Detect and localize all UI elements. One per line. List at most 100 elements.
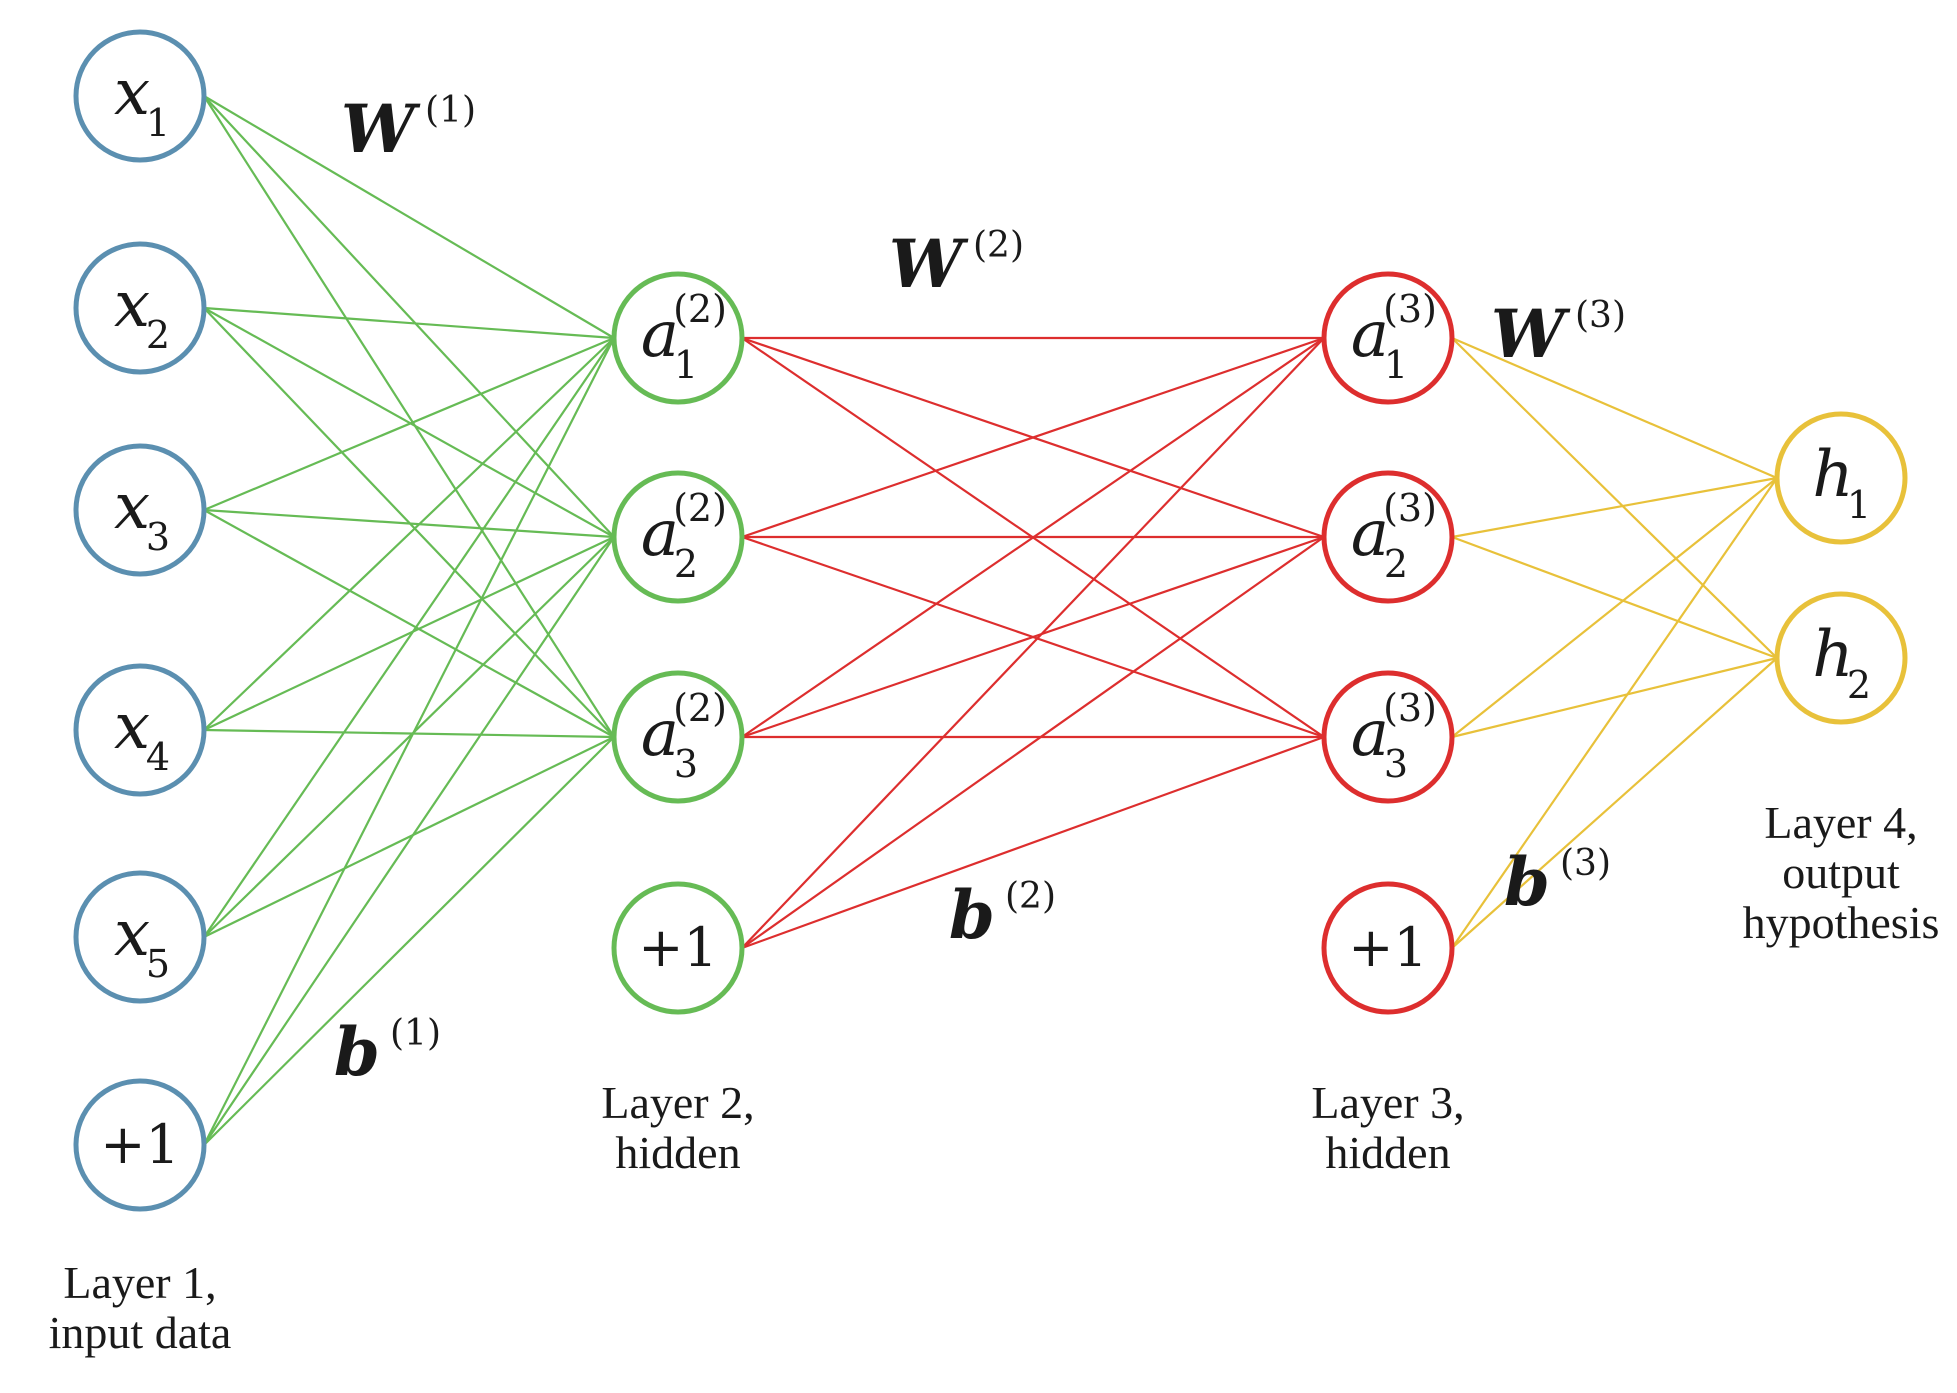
- parameter-labels: W(1)b(1)W(2)b(2)W(3)b(3): [334, 90, 1626, 1091]
- neuron-symbol: a: [641, 497, 679, 571]
- edge-l2-4-to-l3-1: [741, 337, 1325, 949]
- param-symbol: b: [949, 876, 995, 954]
- bias-node-layer-2: +1: [611, 881, 745, 1015]
- edge-l2-2-to-l3-1: [741, 336, 1325, 539]
- neuron-subscript: 1: [674, 343, 698, 387]
- neuron-subscript: 2: [1384, 542, 1408, 586]
- neuron-superscript: (3): [1383, 486, 1437, 530]
- edge-l1-4-to-l2-2: [203, 536, 615, 731]
- edge-l1-4-to-l2-1: [203, 337, 615, 731]
- caption-line: hidden: [1325, 1127, 1450, 1178]
- neuron-symbol: h: [1812, 618, 1853, 692]
- caption-line: Layer 4,: [1764, 797, 1917, 848]
- neuron-subscript: 3: [146, 515, 170, 559]
- param-symbol: W: [341, 90, 421, 168]
- param-superscript: (3): [1575, 295, 1626, 336]
- neuron-subscript: 2: [1847, 663, 1871, 707]
- edge-l3-3-to-l4-1: [1451, 477, 1778, 738]
- weight-label-3: W(3): [1491, 295, 1626, 373]
- edge-l3-4-to-l4-1: [1451, 477, 1778, 949]
- neuron-symbol: a: [1351, 697, 1389, 771]
- neuron-circle: [611, 670, 745, 804]
- neuron-circle: [1321, 470, 1455, 604]
- edge-l2-3-to-l3-1: [741, 337, 1325, 738]
- neuron-symbol: a: [1351, 298, 1389, 372]
- layer-caption-2: Layer 2,hidden: [601, 1077, 754, 1178]
- neuron-superscript: (3): [1383, 287, 1437, 331]
- edge-l1-2-to-l2-2: [203, 307, 615, 538]
- neuron-l1-1: x1: [73, 29, 207, 163]
- edge-l3-1-to-l4-2: [1451, 337, 1778, 659]
- caption-line: Layer 3,: [1311, 1077, 1464, 1128]
- caption-line: output: [1782, 847, 1900, 898]
- neuron-symbol: a: [641, 298, 679, 372]
- connection-lines: [203, 95, 1778, 1146]
- neuron-symbol: x: [114, 268, 150, 342]
- edge-l1-1-to-l2-3: [203, 95, 615, 738]
- caption-line: hidden: [615, 1127, 740, 1178]
- neuron-subscript: 1: [146, 101, 170, 145]
- neuron-l3-1: a1 (3): [1321, 271, 1455, 405]
- param-superscript: (2): [1005, 876, 1056, 917]
- neuron-circle: [73, 870, 207, 1004]
- edge-l2-4-to-l3-3: [741, 735, 1325, 950]
- bias-param-label-3: b(3): [1504, 843, 1611, 921]
- weight-label-1: W(1): [341, 90, 476, 168]
- neuron-symbol: a: [1351, 497, 1389, 571]
- neuron-subscript: 2: [146, 313, 170, 357]
- neuron-subscript: 1: [1384, 343, 1408, 387]
- neuron-symbol: x: [114, 897, 150, 971]
- neuron-subscript: 2: [674, 542, 698, 586]
- neuron-l1-2: x2: [73, 241, 207, 375]
- edge-l3-3-to-l4-2: [1451, 656, 1778, 739]
- neuron-l3-3: a3(3): [1321, 670, 1455, 804]
- edge-l1-3-to-l2-3: [203, 509, 615, 738]
- edge-l1-1-to-l2-2: [203, 95, 615, 538]
- edge-l2-3-to-l3-2: [741, 535, 1325, 739]
- neuron-circle: [73, 241, 207, 375]
- edge-l1-3-to-l2-1: [203, 336, 615, 512]
- neuron-superscript: (2): [673, 287, 727, 331]
- neuron-symbol: x: [114, 470, 150, 544]
- neuron-l4-2: h2: [1774, 591, 1908, 725]
- caption-line: Layer 1,: [63, 1257, 216, 1308]
- edge-l1-1-to-l2-1: [203, 95, 615, 339]
- weight-label-2: W(2): [889, 225, 1024, 303]
- neuron-superscript: (2): [673, 686, 727, 730]
- neuron-circle: [1321, 670, 1455, 804]
- bias-param-label-2: b(2): [949, 876, 1056, 954]
- neuron-l1-5: x5: [73, 870, 207, 1004]
- neuron-l2-3: a3(2): [611, 670, 745, 804]
- edge-l1-4-to-l2-3: [203, 728, 615, 739]
- neuron-circle: [1321, 881, 1455, 1015]
- neuron-nodes: x1x2x3x4x5+1a1(2)a2(2)a3(2)+1a1(3)a2(3)a…: [73, 29, 1908, 1212]
- neuron-symbol: x: [114, 690, 150, 764]
- neuron-l2-1: a1 (2): [611, 271, 745, 405]
- edge-l1-6-to-l2-2: [203, 536, 615, 1146]
- layer-caption-3: Layer 3,hidden: [1311, 1077, 1464, 1178]
- edge-l3-2-to-l4-2: [1451, 535, 1778, 660]
- param-superscript: (1): [390, 1013, 441, 1054]
- param-symbol: b: [334, 1013, 380, 1091]
- neuron-circle: [611, 881, 745, 1015]
- neuron-l1-3: x3: [73, 443, 207, 577]
- edge-l1-3-to-l2-2: [203, 508, 615, 539]
- param-superscript: (1): [425, 90, 476, 131]
- edge-l3-1-to-l4-1: [1451, 336, 1778, 480]
- neuron-superscript: (2): [673, 486, 727, 530]
- neuron-symbol: a: [641, 697, 679, 771]
- neuron-l1-4: x4: [73, 663, 207, 797]
- neuron-circle: [611, 271, 745, 405]
- neuron-circle: [1774, 591, 1908, 725]
- neuron-circle: [1774, 411, 1908, 545]
- neuron-subscript: 3: [1384, 742, 1408, 786]
- neuron-l2-2: a2 (2): [611, 470, 745, 604]
- neuron-subscript: 4: [146, 735, 170, 779]
- caption-line: Layer 2,: [601, 1077, 754, 1128]
- neuron-circle: [73, 443, 207, 577]
- param-superscript: (3): [1560, 843, 1611, 884]
- edge-l2-4-to-l3-2: [741, 536, 1325, 949]
- bias-node-layer-1: +1: [73, 1078, 207, 1212]
